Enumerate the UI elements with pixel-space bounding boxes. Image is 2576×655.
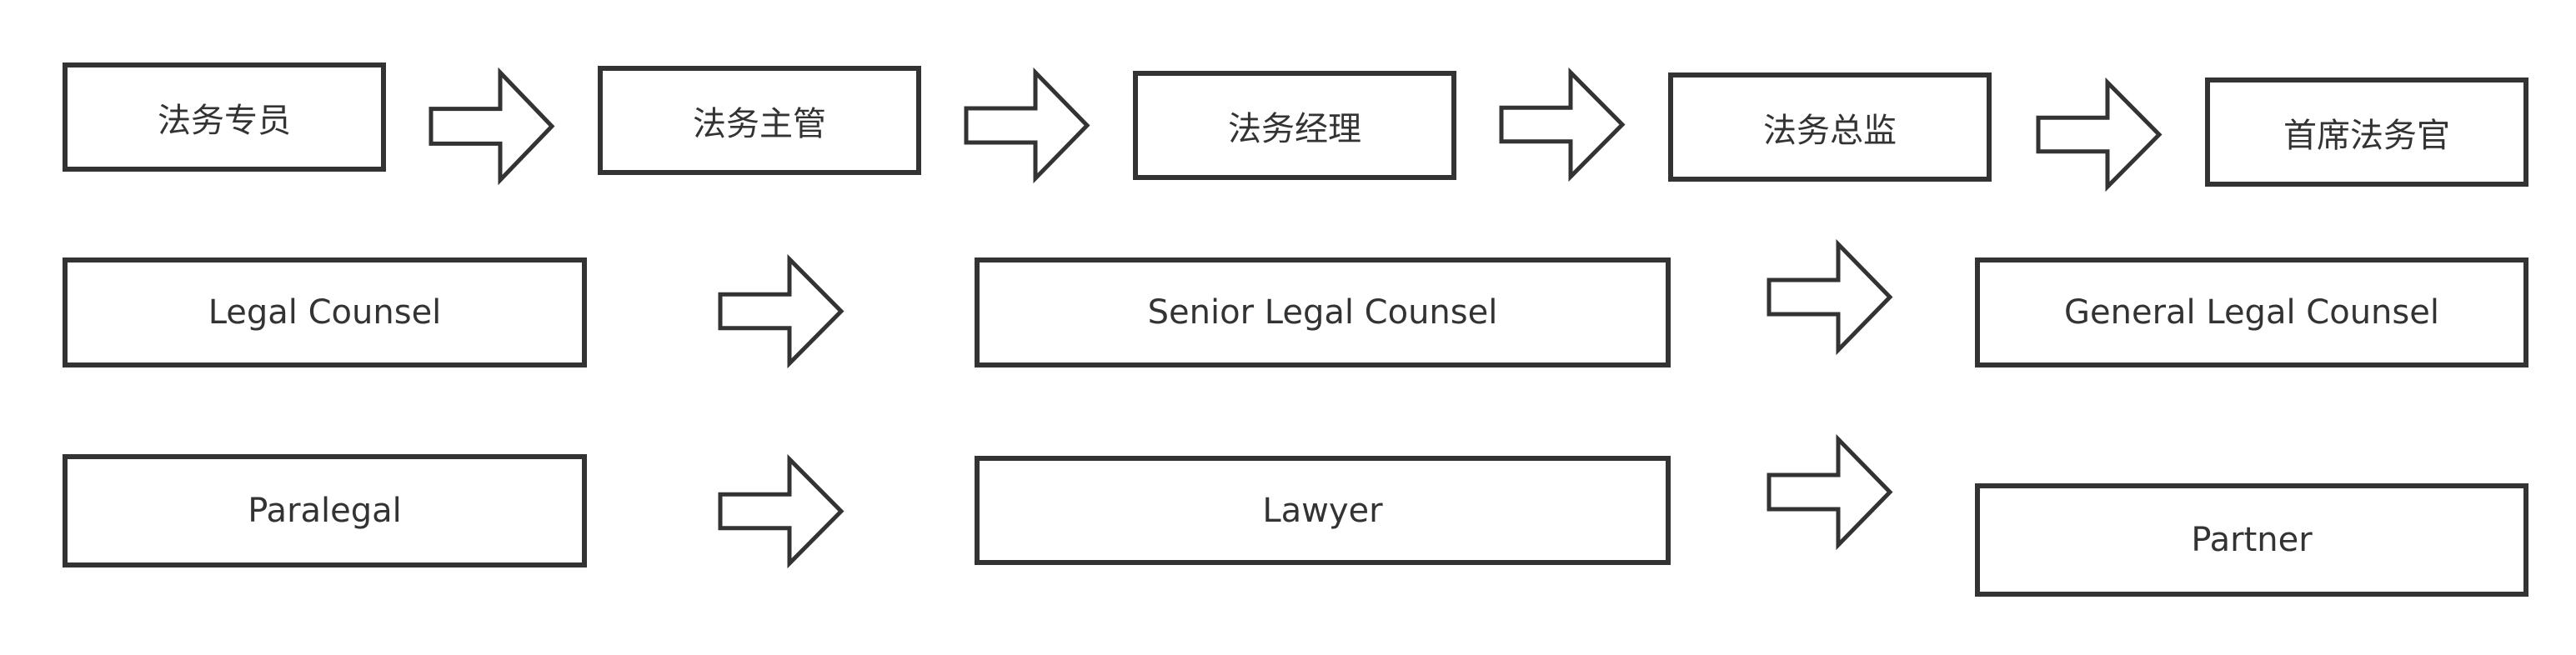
role-label: Paralegal <box>248 492 402 530</box>
right-arrow-icon <box>1769 439 1890 545</box>
right-arrow-icon <box>966 72 1087 178</box>
role-box-director: 法务总监 <box>1668 72 1992 182</box>
right-arrow-icon <box>1501 72 1622 177</box>
right-arrow-icon <box>720 459 841 563</box>
role-label: Lawyer <box>1262 491 1383 530</box>
role-label: Legal Counsel <box>208 293 442 332</box>
right-arrow-icon <box>1769 244 1890 350</box>
role-label: 首席法务官 <box>2283 116 2450 155</box>
role-box-senior-legal-counsel: Senior Legal Counsel <box>975 258 1671 368</box>
role-box-legal-counsel: Legal Counsel <box>63 258 587 368</box>
role-label: Senior Legal Counsel <box>1147 293 1498 332</box>
role-label: 法务总监 <box>1763 111 1897 150</box>
role-box-supervisor: 法务主管 <box>598 66 921 175</box>
right-arrow-icon <box>2038 82 2159 187</box>
role-label: 法务专员 <box>158 101 291 140</box>
role-box-paralegal: Paralegal <box>63 454 587 568</box>
role-label: 法务主管 <box>693 104 826 143</box>
role-label: 法务经理 <box>1228 109 1361 148</box>
role-label: General Legal Counsel <box>2064 293 2439 332</box>
right-arrow-icon <box>431 72 552 180</box>
role-box-general-legal-counsel: General Legal Counsel <box>1975 258 2528 368</box>
role-box-chief-legal-officer: 首席法务官 <box>2205 78 2528 187</box>
role-box-lawyer: Lawyer <box>975 456 1671 565</box>
role-label: Partner <box>2191 521 2313 559</box>
role-box-specialist: 法务专员 <box>63 62 386 172</box>
right-arrow-icon <box>720 259 841 363</box>
role-box-manager: 法务经理 <box>1133 71 1456 180</box>
role-box-partner: Partner <box>1975 483 2528 597</box>
